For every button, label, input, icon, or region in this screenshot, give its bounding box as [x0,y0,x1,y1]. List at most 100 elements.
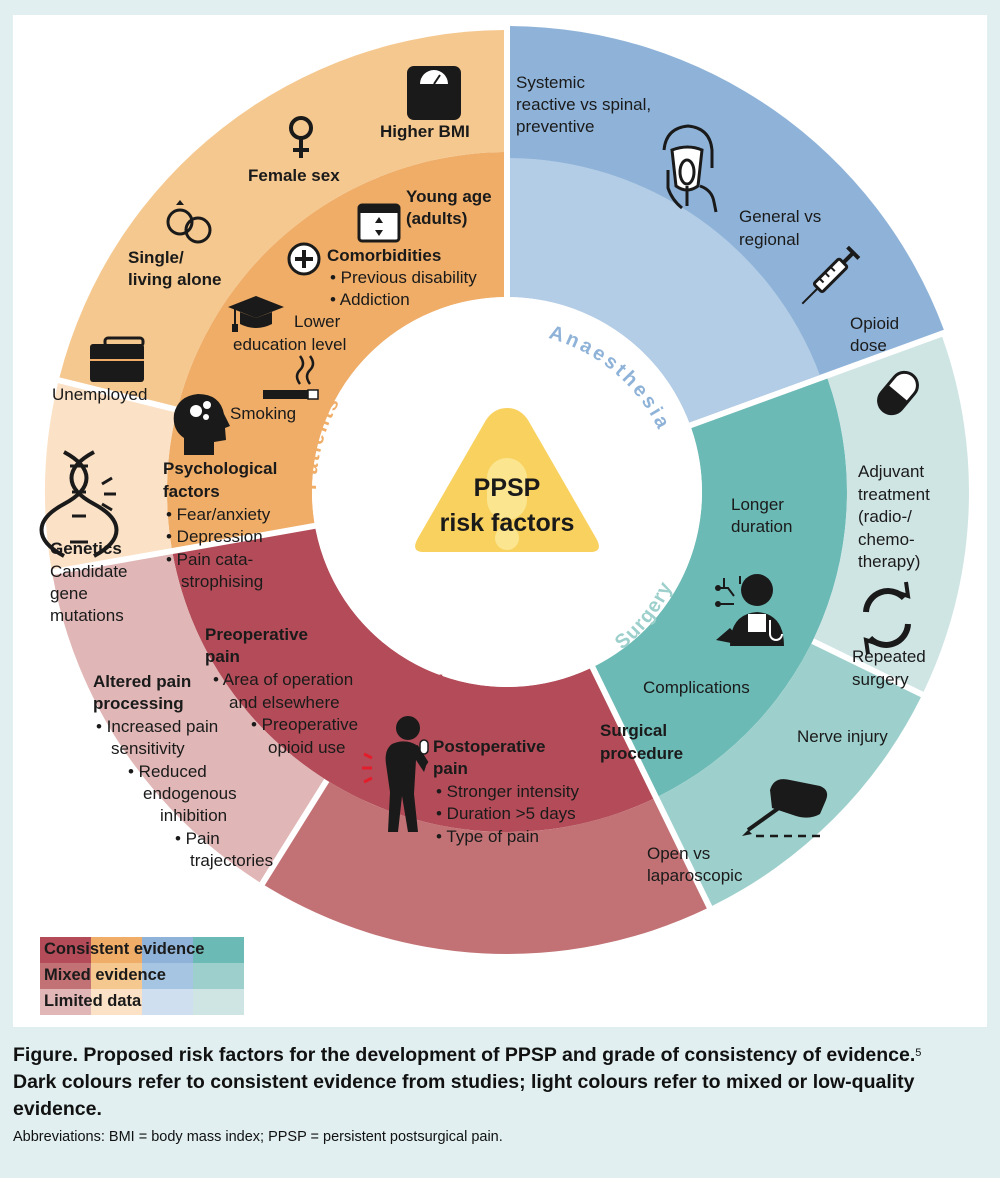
caption-main: Figure. Proposed risk factors for the de… [13,1044,922,1120]
label-young-age: Young age [406,187,492,206]
label-trajectories: trajectories [190,851,273,870]
anaesthesia-mask-icon [662,124,718,213]
label-treatment: treatment [858,485,930,504]
label-sensitivity: sensitivity [111,739,185,758]
sector-pain-inner [172,528,654,832]
label-duration-5-days: • Duration >5 days [436,804,576,823]
label-reactive-vs-spinal: reactive vs spinal, [516,95,651,114]
label-gene: gene [50,584,88,603]
legend-limited-data: Limited data [44,992,142,1010]
label-comorbidities: Comorbidities [327,246,441,265]
label-general-vs: General vs [739,207,821,226]
centre-title-line2: risk factors [440,509,575,537]
label-pain-catastrophising: • Pain cata- [166,550,253,569]
label-preoperative-pain: Preoperative [205,625,308,644]
label-inhibition: inhibition [160,806,227,825]
label-and-elsewhere: and elsewhere [229,693,340,712]
label-opioid: Opioid [850,314,899,333]
label-living-alone: living alone [128,270,222,289]
label-postop-pain: pain [433,759,468,778]
caption-line2: Dark colours refer to consistent evidenc… [13,1071,915,1120]
label-mutations: mutations [50,606,124,625]
cigarette-icon [263,355,319,400]
legend-mixed-evidence: Mixed evidence [44,966,166,984]
label-factors: factors [163,482,220,501]
person-in-pain-icon [362,716,429,832]
sector-patients-genetics [44,383,177,570]
label-smoking: Smoking [230,404,296,423]
exclamation-mark-icon [487,458,527,520]
label-preventive: preventive [516,117,594,136]
label-fear-anxiety: • Fear/anxiety [166,505,271,524]
dna-icon [39,450,119,558]
evidence-legend: Consistent evidence Mixed evidence Limit… [40,937,244,1015]
legend-row-limited: Limited data [40,989,244,1015]
label-dose: dose [850,336,887,355]
plus-circle-icon [287,242,321,276]
label-procedure: procedure [600,744,683,763]
sector-surgery-lower [658,643,921,906]
label-lower: Lower [294,312,341,331]
label-increased-pain: • Increased pain [96,717,218,736]
label-single: Single/ [128,248,184,267]
label-psychological: Psychological [163,459,277,478]
label-processing: processing [93,694,184,713]
sector-patients-inner [166,152,505,549]
label-type-of-pain: • Type of pain [436,827,539,846]
female-sex-icon [289,116,313,158]
label-adjuvant: Adjuvant [858,462,924,481]
pill-icon [877,370,919,416]
label-preoperative-bullet: • Preoperative [251,715,358,734]
label-opioid-use: opioid use [268,738,346,757]
caption-reference: 5 [915,1047,922,1059]
label-unemployed: Unemployed [52,385,147,404]
label-complications: Complications [643,678,750,697]
label-genetics: Genetics [50,539,122,558]
label-candidate: Candidate [50,562,128,581]
label-female-sex: Female sex [248,166,340,185]
label-radio: (radio-/ [858,507,912,526]
label-open-vs: Open vs [647,844,710,863]
label-stronger-intensity: • Stronger intensity [436,782,579,801]
label-chemo: chemo- [858,530,915,549]
legend-consistent-evidence: Consistent evidence [44,940,205,958]
label-surgery-repeat: surgery [852,670,909,689]
label-addiction: • Addiction [330,290,410,309]
centre-title-line1: PPSP [474,474,541,502]
syringe-icon [801,245,861,305]
label-longer: Longer [731,495,784,514]
legend-row-consistent: Consistent evidence [40,937,244,963]
figure-caption: Figure. Proposed risk factors for the de… [13,1042,988,1145]
label-strophising: strophising [181,572,263,591]
label-repeated: Repeated [852,647,926,666]
label-depression: • Depression [166,527,263,546]
label-systemic: Systemic [516,73,585,92]
label-altered-pain: Altered pain [93,672,191,691]
label-endogenous: endogenous [143,784,237,803]
label-pain-bullet: • Pain [175,829,220,848]
label-reduced: • Reduced [128,762,207,781]
label-area-of-operation: • Area of operation [213,670,353,689]
label-therapy: therapy) [858,552,920,571]
label-laparoscopic: laparoscopic [647,866,743,885]
label-duration: duration [731,517,792,536]
label-surgical: Surgical [600,721,667,740]
head-gears-icon [173,394,230,455]
sector-anaesthesia-inner [509,158,820,423]
sector-pain-lower [264,781,707,954]
label-previous-disability: • Previous disability [330,268,477,287]
label-education-level: education level [233,335,346,354]
sector-surgery-upper [813,336,969,692]
caption-abbreviations: Abbreviations: BMI = body mass index; PP… [13,1129,503,1145]
label-higher-bmi: Higher BMI [380,122,470,141]
label-preop-pain: pain [205,647,240,666]
briefcase-icon [90,336,145,382]
sector-patients-outer [59,30,505,407]
label-postoperative: Postoperative [433,737,545,756]
sector-pain-upper [52,553,325,883]
label-regional: regional [739,230,800,249]
label-young-age-adults: (adults) [406,209,467,228]
graduation-cap-icon [228,296,284,332]
label-nerve-injury: Nerve injury [797,727,888,746]
